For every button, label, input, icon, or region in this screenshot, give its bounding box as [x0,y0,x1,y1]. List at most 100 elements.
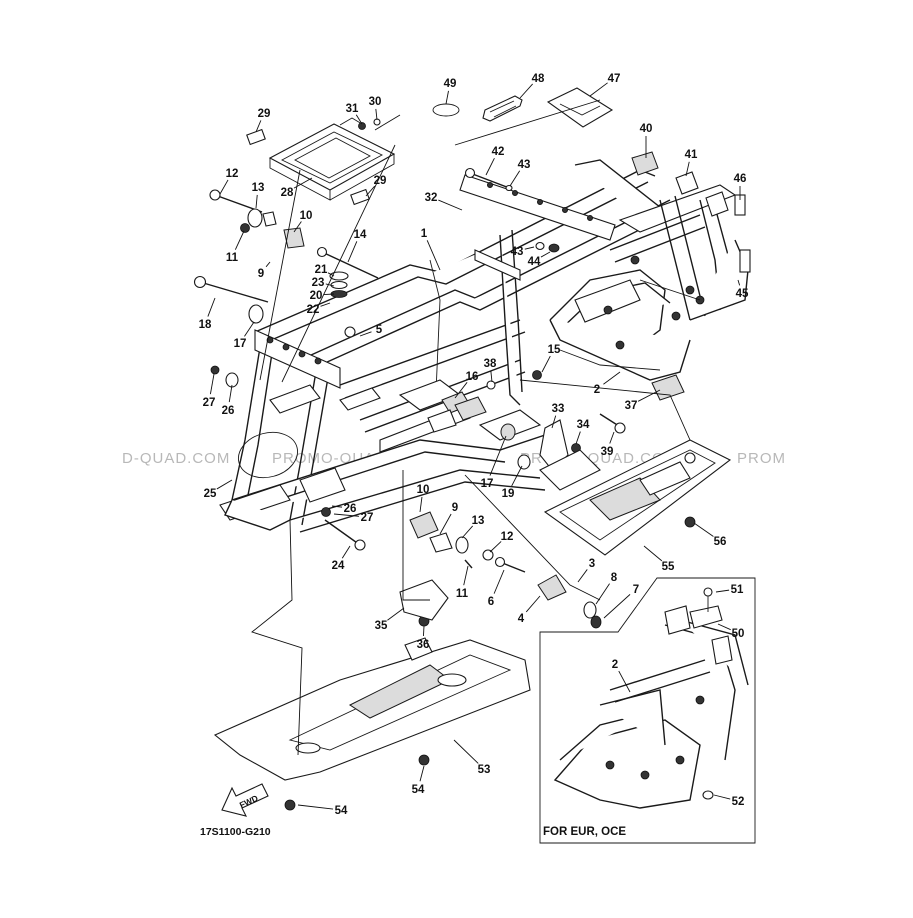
callout-number: 51 [731,584,744,596]
callout-35: 35 [375,607,405,632]
callout-34: 34 [575,419,590,445]
callout-55: 55 [643,545,675,573]
callout-leader [603,371,621,385]
callout-number: 27 [361,512,374,524]
callout-number: 47 [608,73,621,85]
callout-leader [265,261,271,268]
callout-leader [445,90,449,105]
callout-11: 11 [456,565,469,600]
callout-number: 52 [732,796,745,808]
callout-15: 15 [541,344,561,373]
callout-number: 5 [376,324,383,336]
callout-6: 6 [488,569,505,608]
callout-number: 55 [662,561,675,573]
callout-leader [419,496,423,513]
callout-47: 47 [589,73,621,97]
part-shock-bushings[interactable] [409,374,685,601]
callout-number: 1 [421,228,428,240]
callout-50: 50 [717,623,744,640]
callout-leader [589,82,608,97]
part-rear-skid-plate[interactable] [543,439,732,556]
callout-41: 41 [685,149,698,177]
callout-leader [365,185,376,197]
callout-number: 13 [472,515,485,527]
callout-leader [493,569,505,594]
callout-46: 46 [734,173,746,200]
part-front-skid-plate[interactable] [213,637,531,811]
callout-29: 29 [365,175,386,197]
callout-leader [438,199,463,211]
callout-leader [453,739,479,764]
callout-number: 38 [484,358,497,370]
callout-14: 14 [347,229,367,263]
callout-number: 54 [335,805,348,817]
callout-leader [541,355,551,373]
callout-leader [525,595,541,613]
callout-leader [325,283,335,287]
part-bracket-48[interactable] [482,95,523,122]
callout-leader [577,569,588,583]
callout-leader [355,114,363,125]
watermark-text: PROM [737,450,786,467]
callout-number: 42 [492,146,505,158]
callout-leader [575,431,581,445]
callout-leader [207,297,216,317]
callout-number: 37 [625,400,638,412]
callout-10: 10 [293,210,312,233]
callout-18: 18 [199,297,216,331]
callout-42: 42 [485,146,505,176]
part-main-frame[interactable] [219,159,676,533]
callout-16: 16 [454,371,479,399]
part-rear-frame[interactable] [549,151,751,381]
callout-24: 24 [332,545,351,572]
callout-17: 17 [481,435,507,490]
inset-eur-oce: FOR EUR, OCE [539,577,756,844]
callout-number: 29 [258,108,271,120]
callout-number: 9 [452,502,458,514]
callout-leader [387,607,405,621]
callout-11: 11 [226,230,245,264]
callout-leader [715,589,730,593]
callout-56: 56 [693,522,726,548]
callout-leader [489,435,507,476]
part-washers[interactable] [210,184,696,629]
callout-number: 26 [222,405,235,417]
callout-number: 48 [532,73,545,85]
callout-leader [323,293,335,296]
callout-leader [333,513,360,517]
callout-number: 28 [281,187,294,199]
callout-43: 43 [509,159,530,187]
callout-number: 43 [511,246,524,258]
callout-leader [524,246,535,250]
callout-number: 30 [369,96,382,108]
callout-leader [228,384,233,403]
callout-leader [609,431,615,444]
callout-leader [603,594,631,619]
callout-26: 26 [331,503,356,515]
callout-number: 16 [466,371,479,383]
callout-53: 53 [453,739,490,776]
callout-leader [454,382,468,399]
part-guard-33[interactable] [539,419,601,491]
part-pouch-47[interactable] [546,87,614,128]
callout-45: 45 [736,279,749,300]
callout-leader [551,415,557,429]
callout-4: 4 [518,595,541,625]
callout-13: 13 [461,515,485,539]
callout-2: 2 [594,371,621,396]
callout-37: 37 [625,389,661,412]
callout-number: 12 [226,168,239,180]
part-rubber-bushings[interactable] [262,211,453,553]
callout-leader [519,83,533,99]
callout-leader [375,108,378,121]
callout-54: 54 [412,765,425,796]
part-carrier-rack[interactable] [246,117,396,206]
callout-leader [439,513,452,535]
part-oring[interactable] [432,103,460,117]
callout-48: 48 [519,73,545,99]
callout-number: 27 [203,397,216,409]
callout-leader [209,373,215,395]
part-bolts[interactable] [193,167,626,573]
callout-number: 31 [346,103,359,115]
